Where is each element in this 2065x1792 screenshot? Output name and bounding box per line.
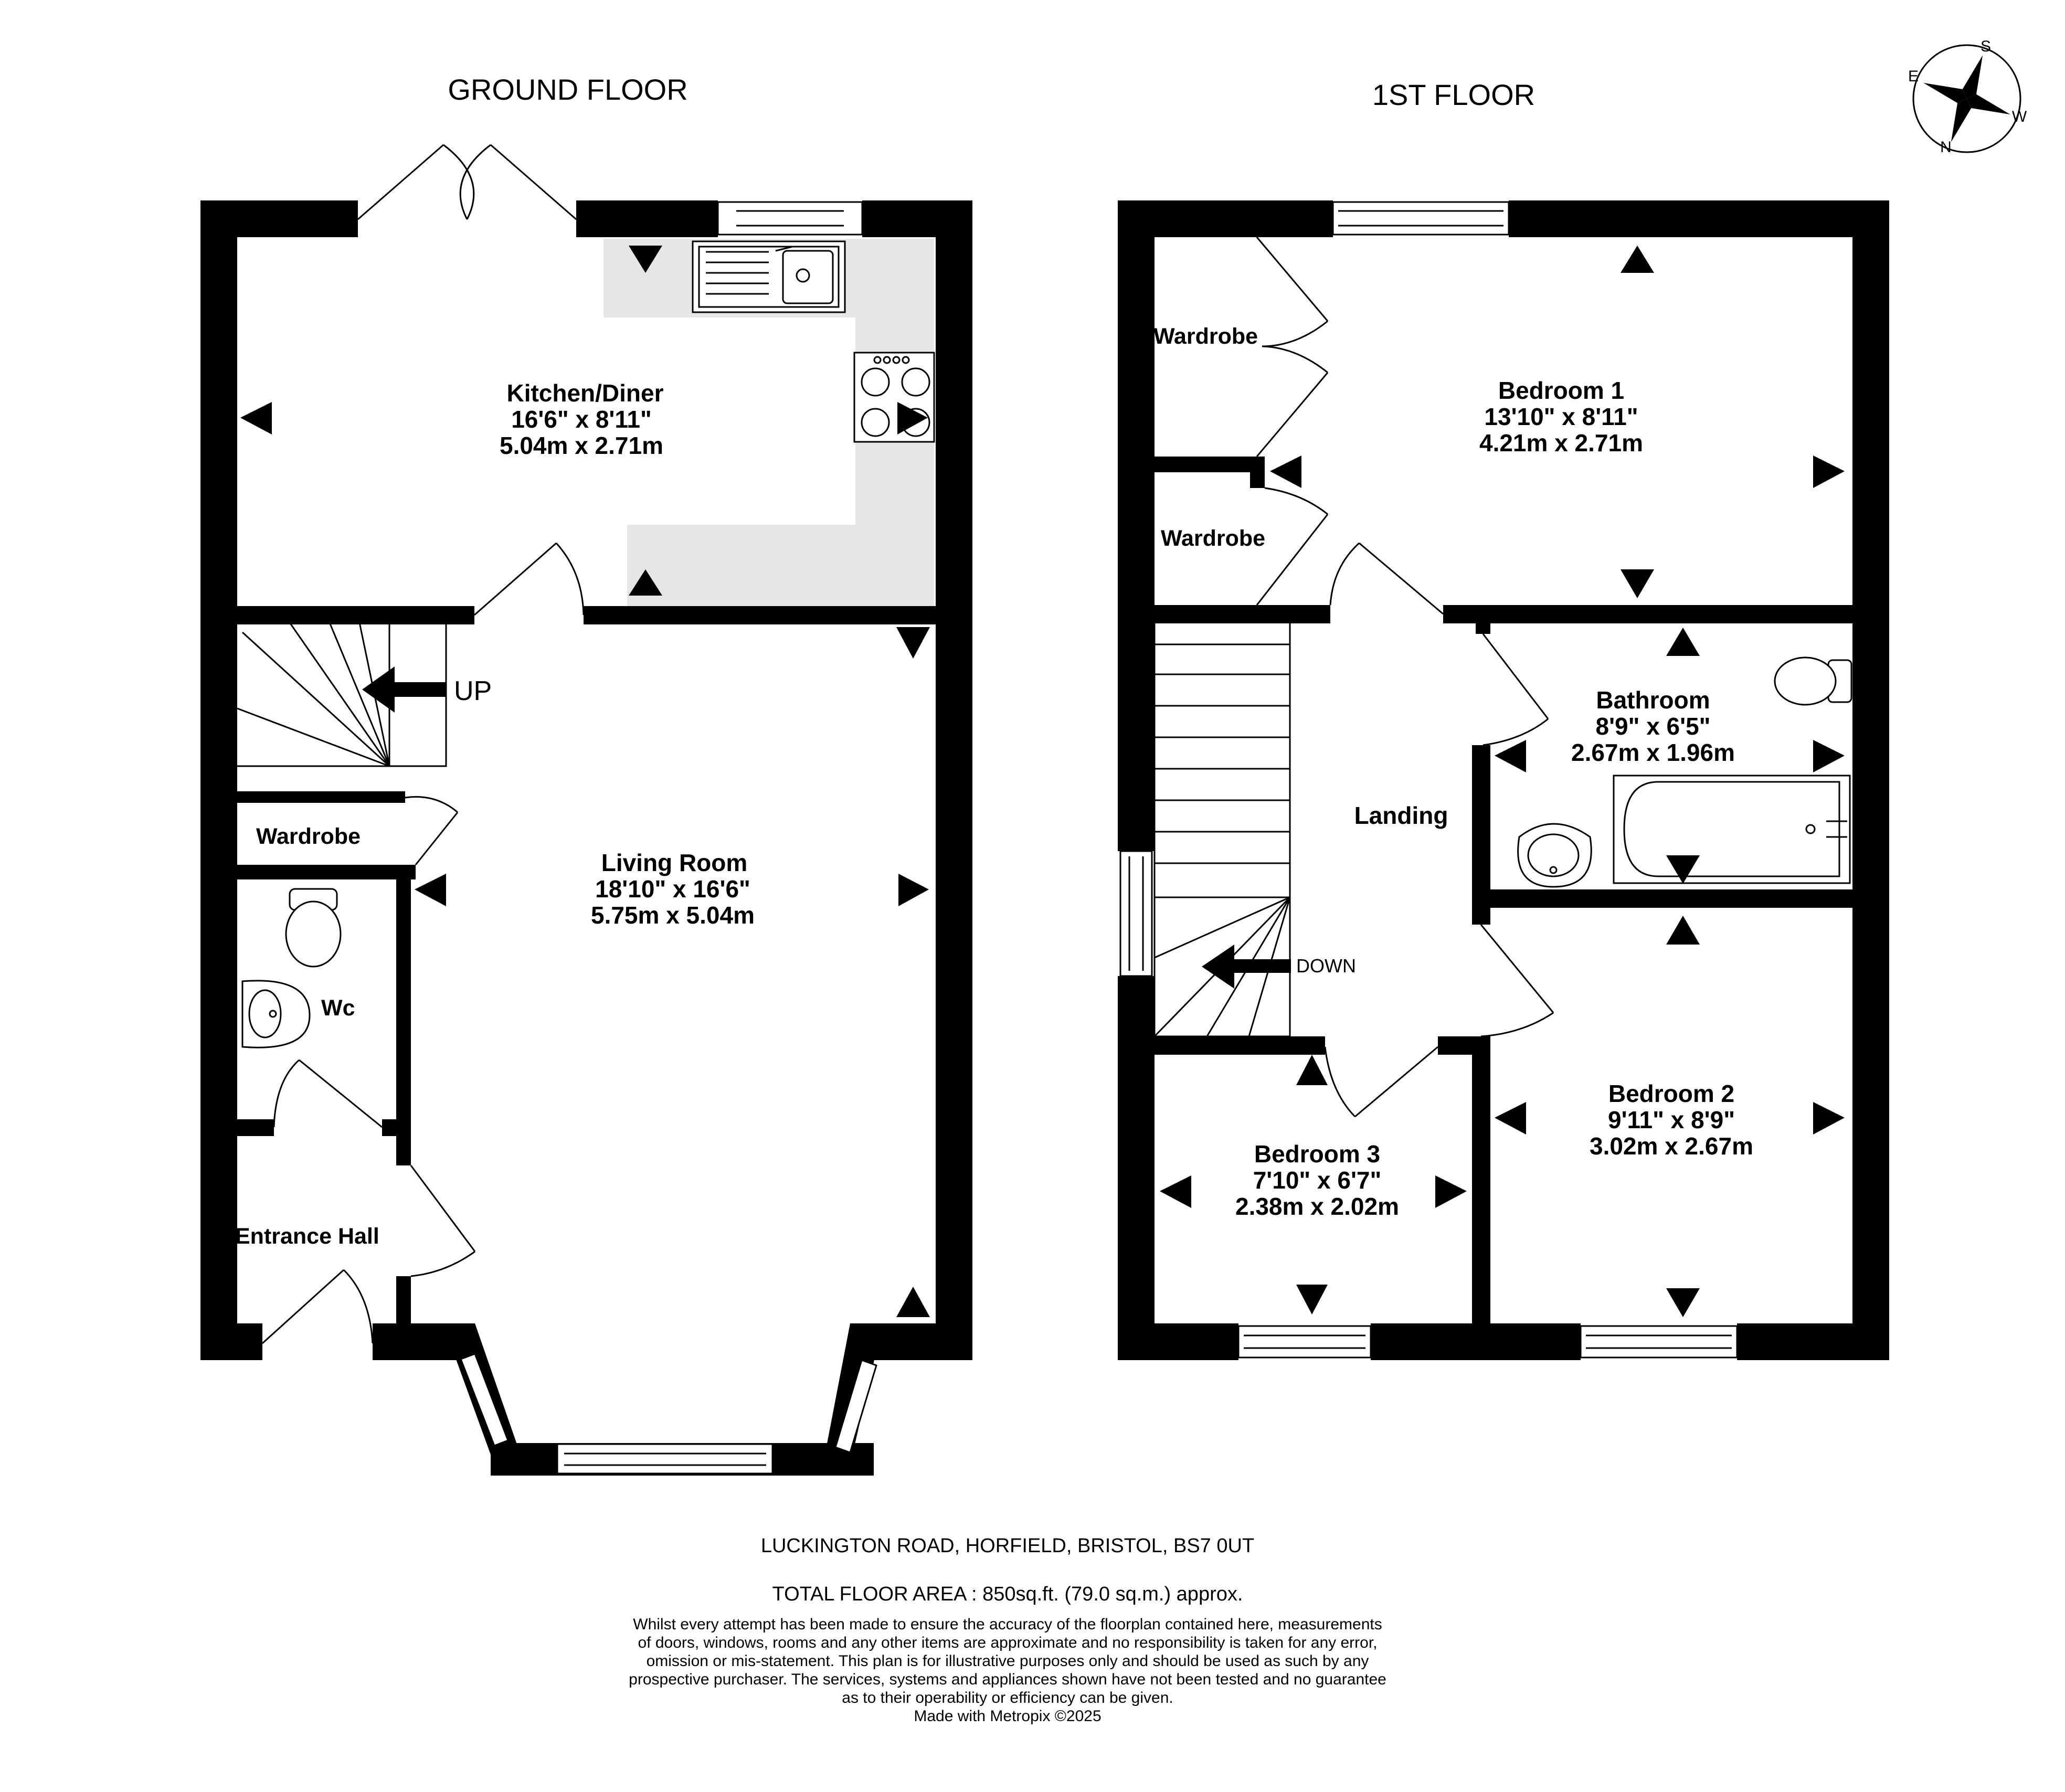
bedroom2-door <box>1480 924 1554 1037</box>
stairs-arrow <box>362 666 446 713</box>
first-floor-title: 1ST FLOOR <box>1372 78 1535 111</box>
entrance-hall-label: Entrance Hall <box>235 1224 379 1249</box>
stairs-down-label: DOWN <box>1296 955 1356 977</box>
bedroom3-metric: 2.38m x 2.02m <box>1235 1193 1399 1220</box>
kitchen-window <box>717 201 863 236</box>
bedroom1-metric: 4.21m x 2.71m <box>1479 429 1643 457</box>
bedroom2-metric: 3.02m x 2.67m <box>1590 1132 1753 1160</box>
wardrobe-b-door <box>1256 487 1329 606</box>
wc-door <box>273 1059 383 1128</box>
disclaimer-line: Whilst every attempt has been made to en… <box>633 1616 1382 1633</box>
living-room-door <box>410 1165 476 1277</box>
bathroom-bath <box>1613 775 1851 884</box>
kitchen-imperial: 16'6" x 8'11" <box>511 406 652 433</box>
bedroom3-imperial: 7'10" x 6'7" <box>1253 1167 1382 1194</box>
wardrobe-a-doors <box>1256 237 1329 457</box>
wardrobe-b-label: Wardrobe <box>1161 526 1265 551</box>
credit: Made with Metropix ©2025 <box>914 1708 1101 1725</box>
ground-dimension-arrows <box>240 246 930 1317</box>
wc-basin <box>241 980 311 1048</box>
disclaimer-line: omission or mis-statement. This plan is … <box>647 1652 1369 1670</box>
wardrobe-a-label: Wardrobe <box>1153 324 1258 349</box>
bedroom1-window <box>1332 201 1510 236</box>
bedroom2-name: Bedroom 2 <box>1608 1080 1734 1107</box>
landing-name: Landing <box>1354 802 1448 829</box>
bathroom-toilet <box>1774 656 1852 706</box>
bedroom1-name: Bedroom 1 <box>1498 377 1624 404</box>
bay-window <box>449 1323 879 1476</box>
compass-w: W <box>2012 108 2027 125</box>
ground-floor-plan: GROUND FLOOR <box>200 73 972 1476</box>
total-floor-area: TOTAL FLOOR AREA : 850sq.ft. (79.0 sq.m.… <box>772 1583 1243 1605</box>
wc-label: Wc <box>321 995 355 1021</box>
bathroom-door <box>1482 633 1549 746</box>
bathroom-basin <box>1517 823 1592 888</box>
bedroom2-imperial: 9'11" x 8'9" <box>1608 1106 1735 1133</box>
ground-wardrobe-label: Wardrobe <box>256 824 361 849</box>
front-door <box>261 1269 374 1344</box>
bathroom-name: Bathroom <box>1596 686 1710 714</box>
stairs-down <box>1153 616 1291 1037</box>
wardrobe-door <box>405 796 459 865</box>
disclaimer-line: of doors, windows, rooms and any other i… <box>638 1634 1377 1651</box>
first-dimension-arrows <box>1160 246 1845 1317</box>
address: LUCKINGTON ROAD, HORFIELD, BRISTOL, BS7 … <box>761 1535 1254 1557</box>
wc-toilet <box>285 888 342 968</box>
bedroom2-window <box>1580 1325 1738 1359</box>
kitchen-metric: 5.04m x 2.71m <box>500 432 663 459</box>
bathroom-metric: 2.67m x 1.96m <box>1571 739 1735 766</box>
bedroom1-imperial: 13'10" x 8'11" <box>1484 403 1638 430</box>
kitchen-hob <box>853 352 935 443</box>
living-metric: 5.75m x 5.04m <box>591 902 755 929</box>
first-floor-plan: 1ST FLOOR <box>1118 78 1889 1360</box>
footer: LUCKINGTON ROAD, HORFIELD, BRISTOL, BS7 … <box>629 1535 1386 1725</box>
living-name: Living Room <box>601 849 748 876</box>
compass-e: E <box>1908 68 1919 85</box>
french-doors <box>357 144 577 220</box>
compass-icon: N E S W <box>1908 38 2027 156</box>
landing-window <box>1119 850 1153 977</box>
stairs-up-label: UP <box>454 676 492 706</box>
bedroom3-window <box>1237 1325 1372 1359</box>
compass-s: S <box>1981 38 1991 55</box>
stairs-down-arrow <box>1202 945 1291 989</box>
bedroom1-door <box>1329 542 1444 615</box>
bedroom3-door <box>1324 1046 1438 1118</box>
disclaimer-line: prospective purchaser. The services, sys… <box>629 1671 1386 1688</box>
bathroom-imperial: 8'9" x 6'5" <box>1596 713 1711 740</box>
ground-floor-title: GROUND FLOOR <box>448 73 687 106</box>
first-walls <box>1118 200 1889 1360</box>
kitchen-sink <box>692 240 846 313</box>
kitchen-name: Kitchen/Diner <box>506 379 663 407</box>
bedroom3-name: Bedroom 3 <box>1254 1140 1380 1168</box>
compass-n: N <box>1940 139 1952 156</box>
disclaimer-line: as to their operability or efficiency ca… <box>842 1689 1173 1706</box>
living-imperial: 18'10" x 16'6" <box>595 875 750 903</box>
kitchen-door <box>474 542 585 616</box>
